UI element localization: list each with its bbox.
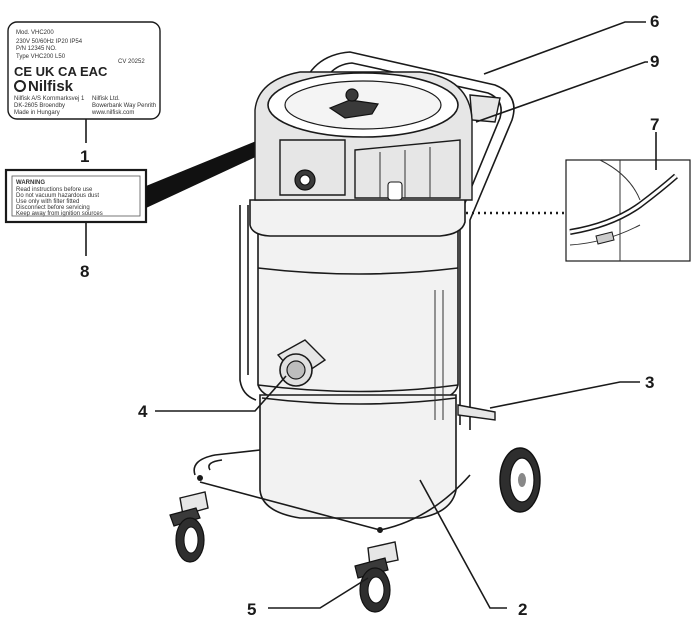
callout-6: 6	[650, 12, 659, 31]
motor-head	[249, 71, 473, 237]
warning-line: Do not vacuum hazardous dust	[16, 193, 99, 199]
front-castor	[354, 541, 399, 613]
warning-line: Keep away from ignition sources	[16, 211, 103, 217]
plate-footer-left-3: Made in Hungary	[14, 110, 60, 116]
clamp-detail-inset	[430, 159, 691, 262]
warning-heading: WARNING	[16, 180, 45, 186]
plate-spec-2: P/N 12345 NO.	[16, 46, 57, 52]
plate-type: Type VHC200 L50	[16, 54, 66, 60]
nilfisk-logo-icon	[14, 80, 26, 92]
plate-footer-right-1: Nilfisk Ltd.	[92, 96, 120, 102]
warning-line: Read instructions before use	[16, 187, 93, 193]
plate-footer-right-2: Bowerbank Way Penrith	[92, 103, 156, 109]
callout-2: 2	[518, 600, 527, 619]
plate-model: Mod. VHC200	[16, 30, 54, 36]
callout-1: 1	[80, 147, 89, 166]
plate-footer-left-2: DK-2605 Broendby	[14, 103, 65, 109]
rating-plate: Mod. VHC200 230V 50/60Hz IP20 IP54 P/N 1…	[7, 21, 161, 120]
plate-marks: CE UK CA EAC	[14, 64, 108, 79]
rear-wheel	[499, 447, 541, 513]
leader-lines	[85, 21, 657, 609]
callout-7: 7	[650, 115, 659, 134]
callout-numbers: 1 2 3 4 5 6 7 8 9	[80, 12, 659, 619]
callout-3: 3	[645, 373, 654, 392]
warning-label: WARNING Read instructions before use Do …	[4, 128, 292, 224]
plate-footer-left-1: Nilfisk A/S Kornmarksvej 1	[14, 96, 85, 102]
callout-8: 8	[80, 262, 89, 281]
plate-code: CV 20252	[118, 59, 145, 65]
inlet	[276, 339, 327, 387]
warning-line: Disconnect before servicing	[16, 205, 90, 211]
plate-spec-1: 230V 50/60Hz IP20 IP54	[16, 39, 83, 45]
warning-line: Use only with filter fitted	[16, 199, 79, 205]
callout-4: 4	[138, 402, 148, 421]
base-frame	[193, 404, 496, 533]
plate-brand: Nilfisk	[28, 78, 74, 95]
callout-9: 9	[650, 52, 659, 71]
callout-5: 5	[247, 600, 256, 619]
plate-footer-right-3: www.nilfisk.com	[91, 110, 134, 116]
left-castor	[169, 491, 209, 563]
